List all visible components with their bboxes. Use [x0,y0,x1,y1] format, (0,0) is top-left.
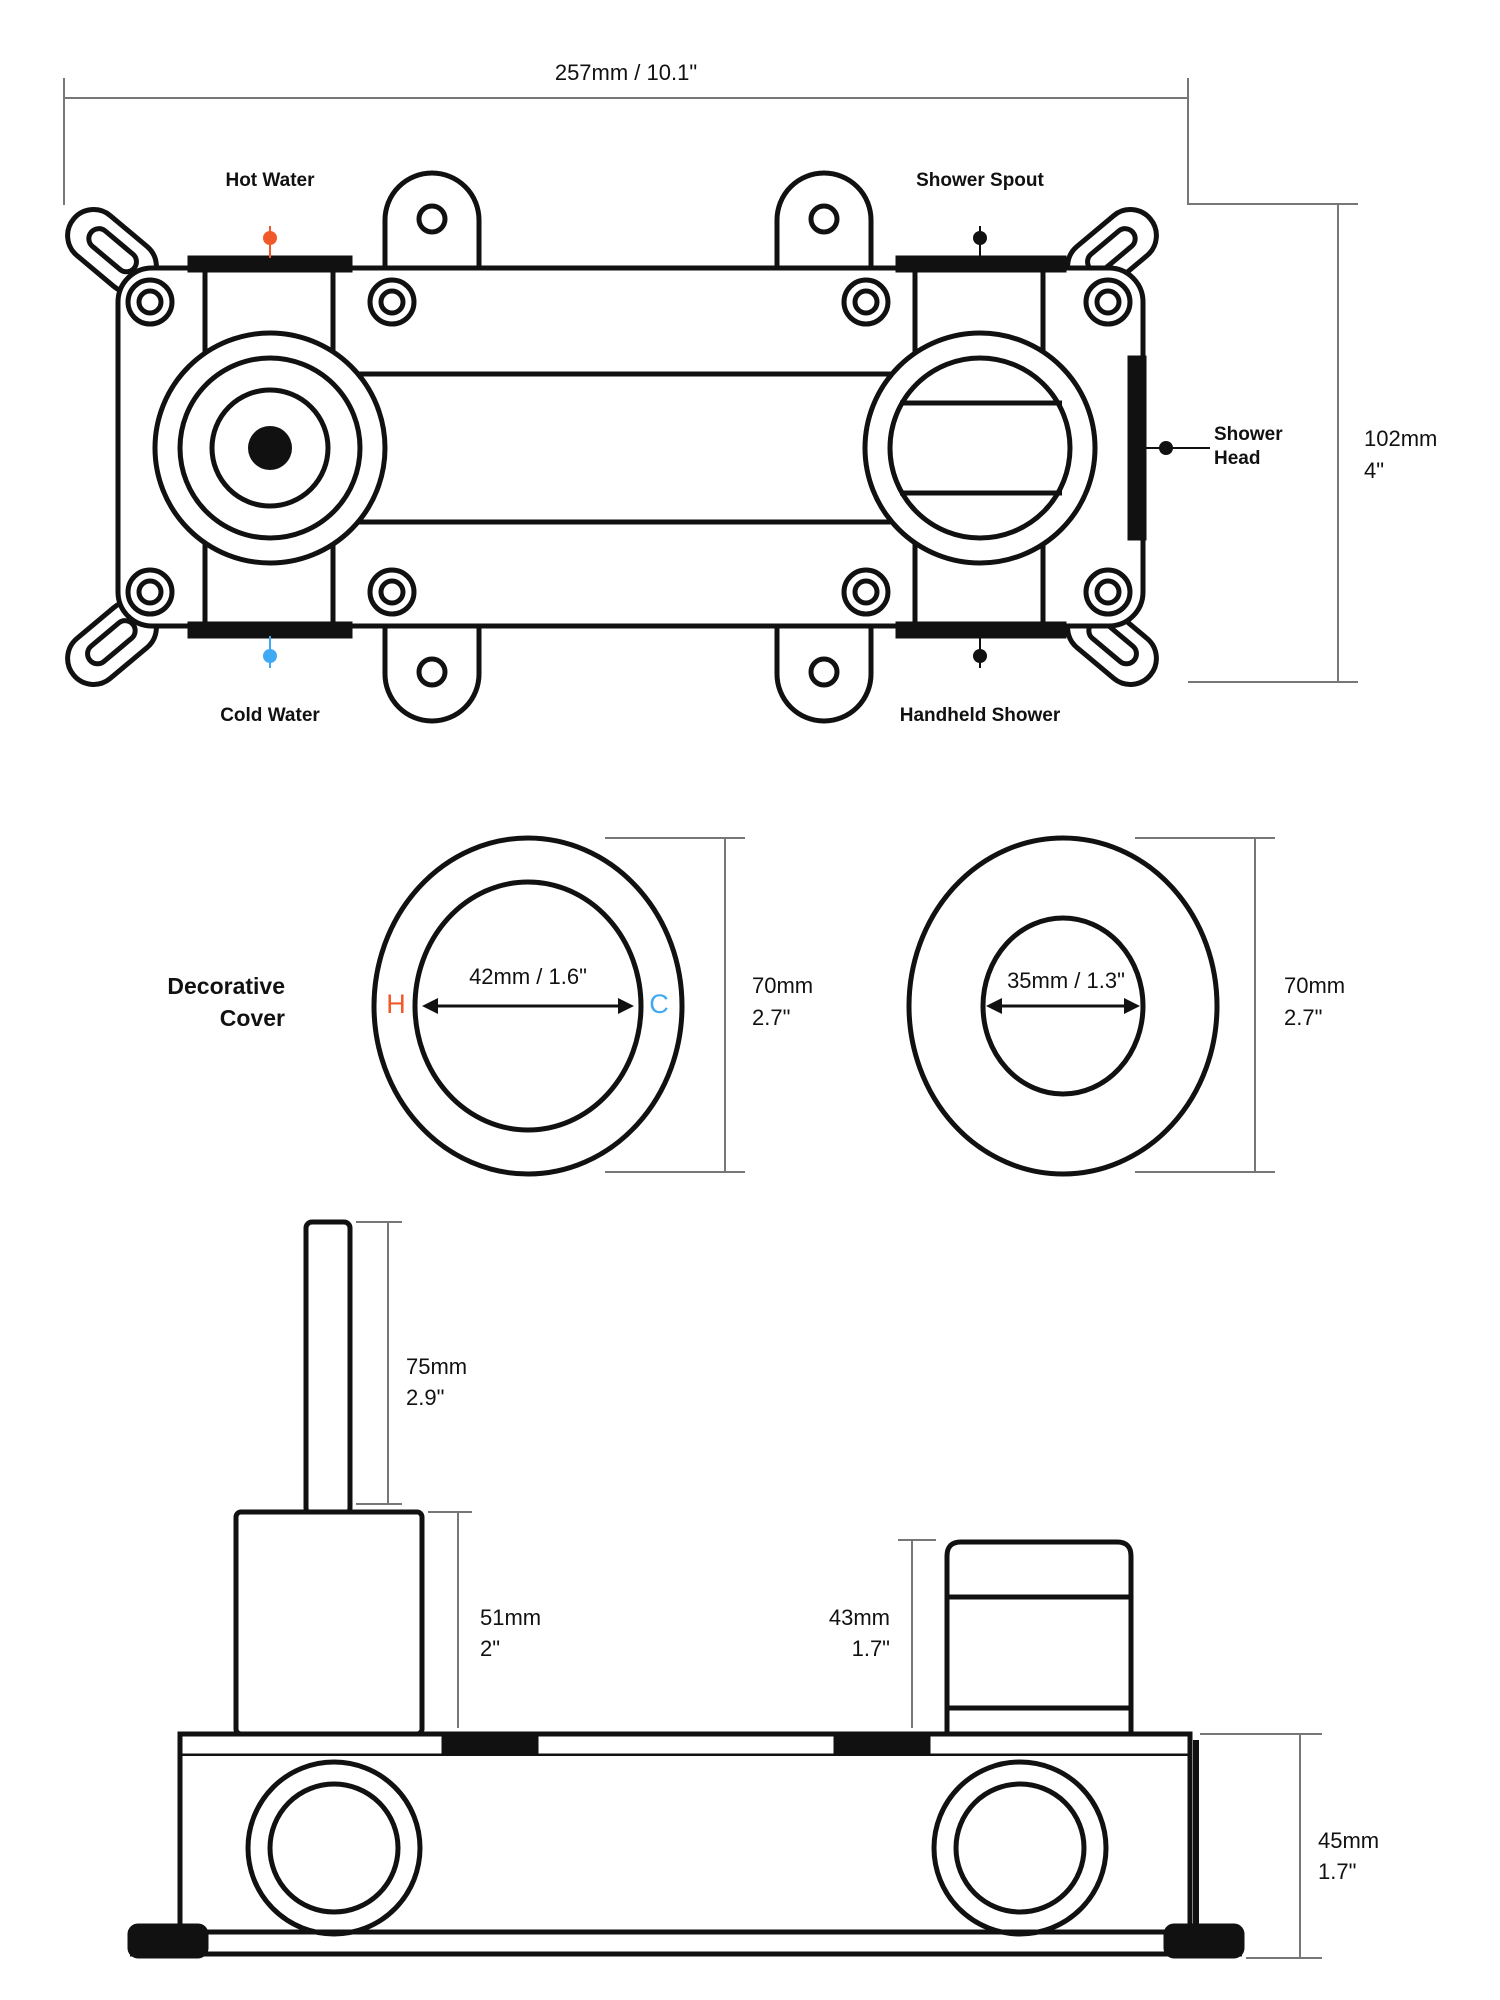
shower-spout-label: Shower Spout [916,170,1044,191]
screw-hole [1083,277,1133,327]
side-port [245,1759,423,1937]
handle-height-dimension: 51mm 2" [428,1511,541,1728]
body-height-mm: 102mm [1364,426,1437,451]
screw-hole [367,277,417,327]
cold-water-marker [263,649,277,663]
screw-hole [125,567,175,617]
decorative-cover-label-2: Cover [220,1005,285,1031]
mixer-cover-height-dimension: 70mm 2.7" [605,837,813,1173]
hot-water-callout: Hot Water [225,170,315,258]
diverter-cover-outer-mm: 70mm [1284,973,1345,998]
cold-water-callout: Cold Water [220,636,320,726]
valve-body-side [177,1756,1193,1935]
screw-hole [125,277,175,327]
shower-head-marker [1159,441,1173,455]
hot-side-mark: H [386,989,406,1019]
handheld-shower-callout: Handheld Shower [900,636,1061,726]
valve-side-view [127,1219,1245,1959]
handle-height-mm: 51mm [480,1605,541,1630]
body-height-in: 4" [1364,458,1384,483]
diverter-cover-height-dimension: 70mm 2.7" [1135,837,1345,1173]
knob-height-in: 1.7" [852,1636,890,1661]
mixer-cover-outer-mm: 70mm [752,973,813,998]
handle-height-in: 2" [480,1636,500,1661]
valve-body-top-view [65,170,1159,724]
body-depth-dimension: 45mm 1.7" [1200,1733,1379,1959]
mixer-handle [233,1509,425,1737]
shower-spout-marker [973,231,987,245]
screw-hole [1083,567,1133,617]
knob-height-mm: 43mm [829,1605,890,1630]
mounting-tab [774,626,874,724]
diverter-cover-inner-dim: 35mm / 1.3" [1007,968,1125,993]
hot-water-marker [263,231,277,245]
decorative-cover-label-1: Decorative [167,973,285,999]
hot-water-label: Hot Water [225,170,315,191]
screw-hole [841,277,891,327]
knob-height-dimension: 43mm 1.7" [829,1539,936,1728]
overall-width-label: 257mm / 10.1" [555,60,697,85]
diverter-cartridge [862,330,1098,566]
screw-hole [841,567,891,617]
shower-head-label-2: Head [1214,448,1260,469]
overall-width-dimension: 257mm / 10.1" [63,60,1189,205]
handheld-shower-marker [973,649,987,663]
mounting-tab [774,170,874,268]
shower-head-callout: Shower Head [1144,424,1283,469]
mixer-cover-inner-dim: 42mm / 1.6" [469,964,587,989]
mixer-cover-plate: 42mm / 1.6" H C [371,835,685,1177]
mounting-tab [382,170,482,268]
handheld-shower-label: Handheld Shower [900,705,1061,726]
cold-side-mark: C [649,989,669,1019]
body-depth-in: 1.7" [1318,1859,1356,1884]
body-height-dimension: 102mm 4" [1188,203,1437,683]
lever-height-in: 2.9" [406,1385,444,1410]
mixer-cartridge [152,330,388,566]
mixer-lever [303,1219,353,1517]
screw-hole [367,567,417,617]
diverter-cover-plate: 35mm / 1.3" [906,835,1220,1177]
diverter-knob [944,1539,1134,1737]
body-depth-mm: 45mm [1318,1828,1379,1853]
diverter-cover-outer-in: 2.7" [1284,1005,1322,1030]
mixer-cover-outer-in: 2.7" [752,1005,790,1030]
mounting-tab [382,626,482,724]
lever-height-mm: 75mm [406,1354,467,1379]
shower-spout-callout: Shower Spout [916,170,1045,258]
lever-height-dimension: 75mm 2.9" [356,1221,467,1505]
cold-water-label: Cold Water [220,705,320,726]
side-port [931,1759,1109,1937]
shower-head-label-1: Shower [1214,424,1283,445]
